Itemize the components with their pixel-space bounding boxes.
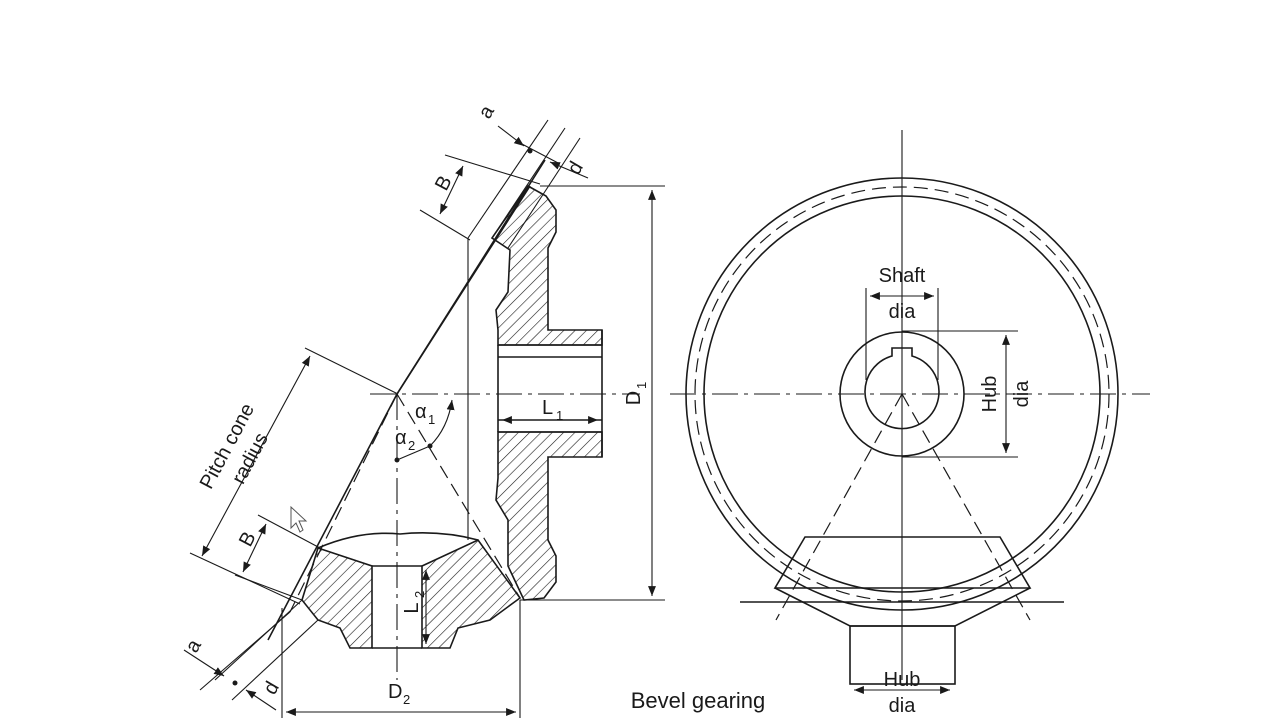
hub-right-label-1: Hub xyxy=(979,376,1001,413)
a-bottom-dot xyxy=(232,680,238,686)
ext-bot-3 xyxy=(199,611,291,691)
a-bottom-arrow xyxy=(183,649,225,677)
left-section-view: Pitch cone radius a d a d B B L 1 L 2 D … xyxy=(181,101,665,718)
pcr-ext-bottom xyxy=(189,552,301,605)
pinion-hub xyxy=(849,625,956,685)
hub-bottom-label-1: Hub xyxy=(884,669,921,691)
shaft-dia-label: dia xyxy=(889,301,917,323)
cone-line-left xyxy=(775,393,903,621)
svg-text:2: 2 xyxy=(408,438,415,453)
svg-text:D: D xyxy=(388,681,402,703)
svg-text:2: 2 xyxy=(403,692,410,707)
svg-text:Hub: Hub xyxy=(979,376,1001,413)
alpha2-label: α 2 xyxy=(395,427,415,453)
pitch-cone-radius-dimension xyxy=(201,355,311,557)
upper-gear-hub-lower xyxy=(495,431,603,601)
d-top-label: d xyxy=(563,158,588,179)
ext-bot-2 xyxy=(231,619,319,701)
b-top-ext-2 xyxy=(419,209,471,241)
svg-text:D: D xyxy=(623,391,645,405)
pcr-ext-top xyxy=(304,347,399,395)
alpha2-arc xyxy=(396,445,431,461)
mouse-pointer-icon xyxy=(290,505,308,533)
svg-text:L: L xyxy=(542,397,553,419)
pitch-cone-radius-label: Pitch cone radius xyxy=(196,400,273,493)
pitch-line-lower xyxy=(289,393,398,613)
tip-line-upper xyxy=(396,159,546,395)
d-top-arrow xyxy=(549,161,589,179)
ext-top-3 xyxy=(507,137,581,249)
shaft-label: Shaft xyxy=(879,265,926,287)
lower-gear-section-right xyxy=(421,538,522,649)
upper-gear-section xyxy=(490,184,603,346)
svg-text:L: L xyxy=(401,602,423,613)
svg-text:1: 1 xyxy=(634,382,649,389)
lower-gear-back xyxy=(317,532,479,549)
b-top-dimension xyxy=(439,165,464,215)
shaft-bore-with-keyway xyxy=(864,347,940,430)
a-top-label: a xyxy=(474,101,499,122)
pitch-line-right xyxy=(396,393,521,599)
a-d-top-leader xyxy=(519,142,561,165)
a-top-dot xyxy=(527,148,533,154)
d-bottom-label: d xyxy=(259,678,284,699)
a-top-arrow xyxy=(497,125,525,147)
b-bottom-label: B xyxy=(235,528,261,550)
d1-label: D 1 xyxy=(623,382,649,405)
hub-right-label-2: dia xyxy=(1011,380,1033,408)
svg-text:2: 2 xyxy=(412,591,427,598)
b-bot-ext-1 xyxy=(257,514,321,549)
right-front-view: Shaft dia Hub dia Hub dia xyxy=(670,130,1150,717)
d-bottom-arrow xyxy=(245,689,277,711)
l1-label: L 1 xyxy=(542,397,563,423)
svg-text:1: 1 xyxy=(428,412,435,427)
ext-top-1 xyxy=(467,119,549,239)
cone-line-right xyxy=(901,393,1031,621)
svg-text:α: α xyxy=(415,401,427,423)
svg-text:dia: dia xyxy=(1011,380,1033,408)
b-top-ext-1 xyxy=(444,154,541,185)
figure-caption: Bevel gearing xyxy=(631,688,766,713)
a-bottom-label: a xyxy=(181,635,206,656)
svg-text:1: 1 xyxy=(556,408,563,423)
d2-label: D 2 xyxy=(388,681,410,707)
alpha1-label: α 1 xyxy=(415,401,435,427)
svg-text:α: α xyxy=(395,427,407,449)
b-bottom-dimension xyxy=(242,523,267,573)
b-top-label: B xyxy=(431,172,457,194)
ext-top-2 xyxy=(491,127,566,239)
l2-label: L 2 xyxy=(401,591,427,614)
hub-bottom-label-2: dia xyxy=(889,695,917,717)
alpha1-arc xyxy=(429,399,455,447)
lower-gear-section-left xyxy=(301,546,373,649)
